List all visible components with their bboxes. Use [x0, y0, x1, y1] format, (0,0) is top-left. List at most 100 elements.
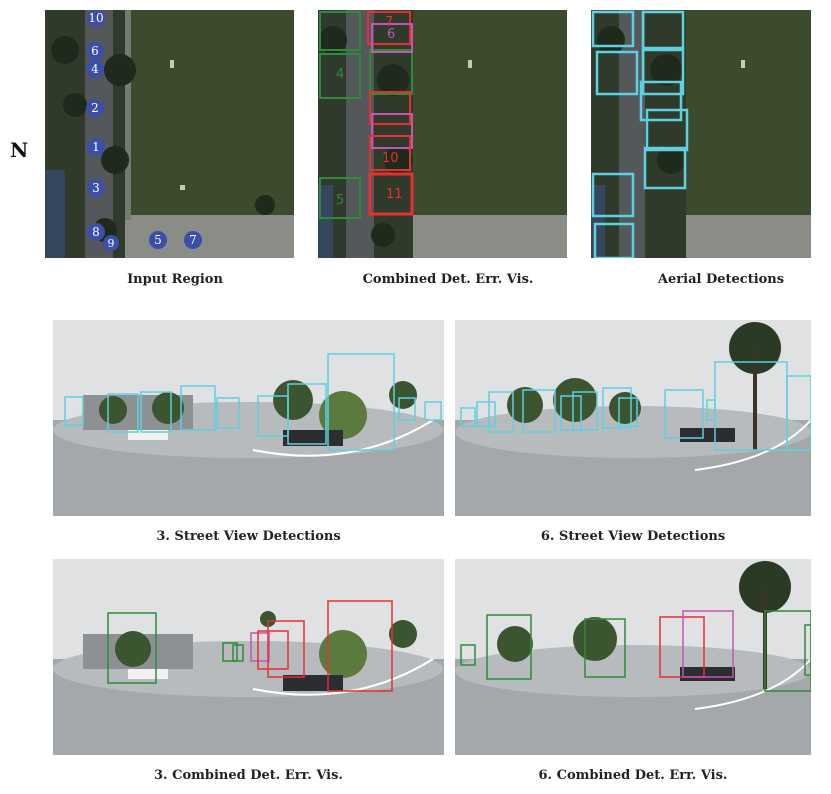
combined-box-layer	[107, 600, 393, 692]
marker-3: 3	[87, 179, 105, 197]
correct-box	[222, 642, 238, 662]
caption-sv6-combined: 6. Combined Det. Err. Vis.	[538, 768, 728, 783]
marker-label: 7	[189, 233, 197, 247]
detection-box	[706, 399, 716, 421]
marker-10: 10	[87, 10, 105, 27]
correct-box	[486, 614, 532, 680]
north-label: N	[10, 138, 29, 162]
detection-box	[641, 10, 685, 50]
box-label: 6	[387, 27, 395, 42]
detection-box	[424, 401, 442, 421]
box-label: 5	[336, 193, 344, 208]
combined-box-layer: 7 6 4 10 11 5	[319, 11, 414, 219]
error-box	[257, 630, 289, 670]
caption-sv3-combined: 3. Combined Det. Err. Vis.	[154, 768, 343, 783]
error-box	[327, 600, 393, 692]
box-label: 11	[386, 187, 403, 202]
error-box	[682, 610, 734, 678]
error-box	[367, 11, 411, 45]
marker-label: 10	[88, 11, 103, 25]
detection-box	[618, 397, 638, 427]
correct-box	[319, 177, 361, 219]
error-box	[371, 23, 413, 53]
marker-5: 5	[149, 231, 167, 249]
detection-box-layer	[64, 353, 442, 451]
marker-2: 2	[86, 99, 104, 117]
error-box	[369, 135, 411, 171]
marker-label: 1	[92, 140, 100, 154]
detection-box	[522, 389, 556, 433]
correct-box	[319, 11, 361, 51]
marker-1: 1	[87, 138, 105, 156]
error-box	[369, 91, 411, 125]
detection-box	[460, 407, 476, 427]
detection-box	[645, 108, 689, 152]
marker-label: 8	[92, 225, 100, 239]
combined-box-layer	[460, 610, 811, 692]
detection-box	[287, 383, 327, 445]
correct-box	[460, 644, 476, 666]
street-view-3-combined-image	[53, 559, 444, 755]
box-label: 10	[382, 151, 399, 166]
marker-label: 4	[91, 62, 99, 76]
detection-box	[641, 48, 685, 96]
detection-box	[786, 375, 811, 451]
detection-box	[180, 385, 216, 431]
detection-box	[560, 395, 582, 431]
caption-sv6-detections: 6. Street View Detections	[540, 529, 726, 544]
detection-box	[64, 396, 84, 426]
marker-label: 3	[92, 181, 100, 195]
detection-box-layer	[460, 361, 811, 451]
aerial-detections-image	[591, 10, 811, 258]
detection-box	[107, 393, 139, 433]
marker-6: 6	[86, 42, 104, 60]
correct-box	[232, 644, 244, 662]
detection-box	[591, 10, 635, 48]
detection-box	[140, 391, 172, 433]
detection-box	[602, 387, 632, 429]
error-box	[659, 616, 705, 678]
marker-label: 5	[154, 233, 162, 247]
error-box	[371, 113, 413, 149]
detection-box	[476, 401, 496, 427]
detection-box	[591, 172, 635, 218]
marker-label: 2	[91, 101, 99, 115]
detection-box	[398, 397, 416, 421]
detection-box	[257, 395, 289, 437]
caption-aerial-detections: Aerial Detections	[657, 272, 785, 287]
box-label: 4	[336, 67, 344, 82]
marker-7: 7	[184, 231, 202, 249]
error-box	[368, 172, 414, 216]
correct-box	[764, 610, 811, 692]
detection-box	[593, 222, 635, 258]
detection-box	[216, 397, 240, 429]
street-view-6-combined-image	[455, 559, 811, 755]
marker-4: 4	[86, 60, 104, 78]
box-label: 7	[385, 15, 393, 30]
detection-box	[595, 50, 639, 96]
correct-box	[804, 624, 811, 676]
detection-box	[714, 361, 788, 451]
input-region-image: 10 6 4 2 1 3 8 9 5 7	[45, 10, 294, 258]
marker-layer: 10 6 4 2 1 3 8 9 5 7	[86, 10, 202, 251]
caption-input-region: Input Region	[127, 272, 223, 287]
combined-aerial-image: 7 6 4 10 11 5	[318, 10, 567, 258]
error-box	[267, 620, 305, 678]
marker-8: 8	[87, 223, 105, 241]
marker-label: 6	[91, 44, 99, 58]
detection-box-layer	[591, 10, 689, 258]
correct-box	[584, 618, 626, 678]
marker-9: 9	[103, 235, 119, 251]
correct-box	[319, 53, 361, 99]
detection-box	[327, 353, 395, 451]
street-view-3-detections-image	[53, 320, 444, 516]
error-box	[250, 632, 270, 662]
detection-box	[664, 389, 704, 439]
detection-box	[643, 146, 687, 190]
detection-box	[639, 80, 683, 122]
correct-box	[107, 612, 157, 684]
correct-box	[369, 49, 413, 95]
detection-box	[572, 391, 598, 431]
street-view-6-detections-image	[455, 320, 811, 516]
caption-sv3-detections: 3. Street View Detections	[156, 529, 341, 544]
